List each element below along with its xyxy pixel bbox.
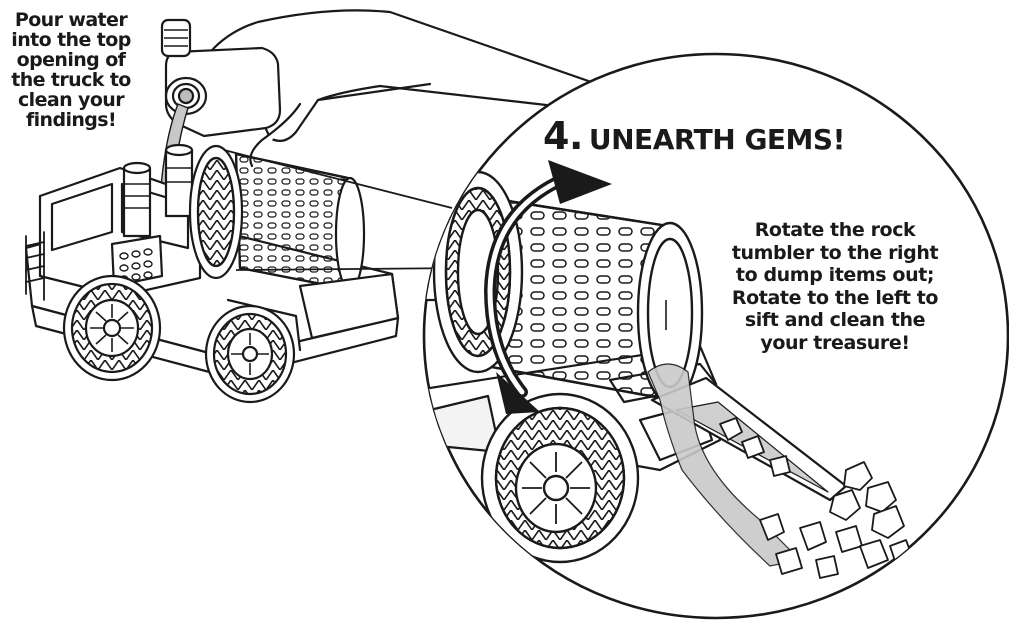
rotate-note-line: tumbler to the right	[731, 241, 939, 264]
water-note-line: the truck to	[11, 69, 131, 91]
rotate-note-line: Rotate to the left to	[731, 286, 939, 309]
truck-wheel-rear	[204, 304, 296, 404]
rotate-arrow-icon	[483, 160, 612, 414]
water-instruction-note: Pour water into the top opening of the t…	[2, 10, 140, 130]
rotate-note-line: your treasure!	[760, 331, 910, 354]
toy-truck-icon	[24, 143, 400, 380]
rotate-note-line: sift and clean the	[744, 309, 926, 331]
water-note-line: opening of	[16, 49, 126, 71]
zoom-lines	[223, 149, 471, 271]
rock-tumbler-icon	[432, 170, 704, 405]
water-note-line: clean your	[18, 89, 125, 111]
gem-pile-icon	[719, 417, 913, 579]
rotate-note-line: Rotate the rock	[754, 219, 916, 241]
water-note-line: into the top	[11, 29, 131, 51]
truck-wheel-front	[62, 274, 162, 382]
step-title: UNEARTH GEMS!	[588, 123, 845, 156]
step-heading: 4.UNEARTH GEMS!	[543, 114, 845, 158]
water-note-line: findings!	[25, 109, 117, 131]
rotate-note-line: to dump items out;	[735, 264, 935, 286]
rotate-instruction-note: Rotate the rock tumbler to the right to …	[716, 219, 954, 354]
water-jug-icon	[160, 18, 282, 138]
water-note-line: Pour water	[14, 9, 128, 31]
step-number: 4.	[543, 114, 583, 158]
truck-wheel-zoom	[480, 392, 640, 564]
